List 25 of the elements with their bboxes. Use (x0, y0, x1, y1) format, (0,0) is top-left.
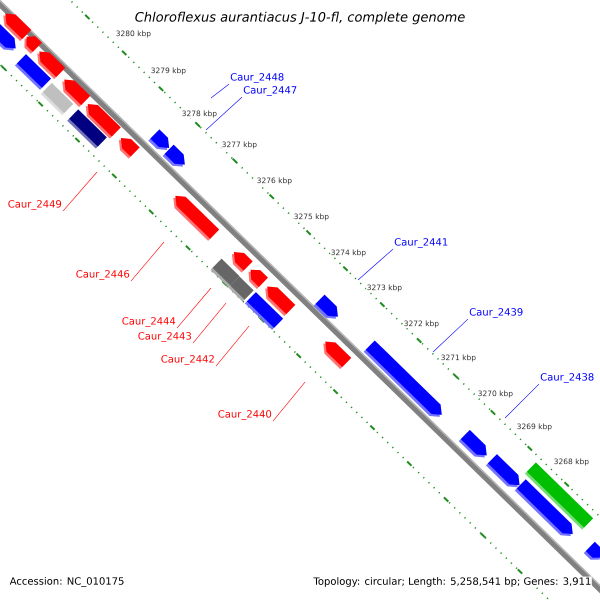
gene-label: Caur_2441 (394, 238, 448, 248)
gene-label: Caur_2447 (244, 86, 296, 96)
genome-info-text: Topology: circular; Length: 5,258,541 bp; Genes: 3,911 (312, 576, 592, 588)
gene-label: Caur_2443 (138, 332, 191, 342)
leader-line (216, 326, 250, 366)
title: Chloroflexus aurantiacus J-10-fl, complete genome (135, 12, 465, 24)
gene-label: Caur_2449 (8, 200, 62, 210)
gene-label: Caur_2438 (540, 373, 594, 383)
accession-text: Accession: NC_010175 (10, 577, 124, 587)
leader-line (210, 84, 230, 98)
leader-line (358, 248, 394, 280)
gene-label: Caur_2442 (161, 355, 214, 365)
gene-label: Caur_2444 (122, 317, 176, 327)
leader-line (206, 96, 242, 130)
leader-line (432, 318, 468, 352)
gene-label: Caur_2448 (230, 73, 284, 83)
leader-line (272, 382, 306, 422)
leader-line (504, 384, 540, 418)
leader-line (176, 288, 212, 328)
gene-label: Caur_2446 (76, 270, 130, 280)
leader-line (62, 172, 98, 212)
leader-line (192, 302, 226, 344)
gene-label: Caur_2440 (218, 410, 272, 420)
gene-label: Caur_2439 (470, 308, 522, 318)
leader-line (130, 242, 164, 282)
